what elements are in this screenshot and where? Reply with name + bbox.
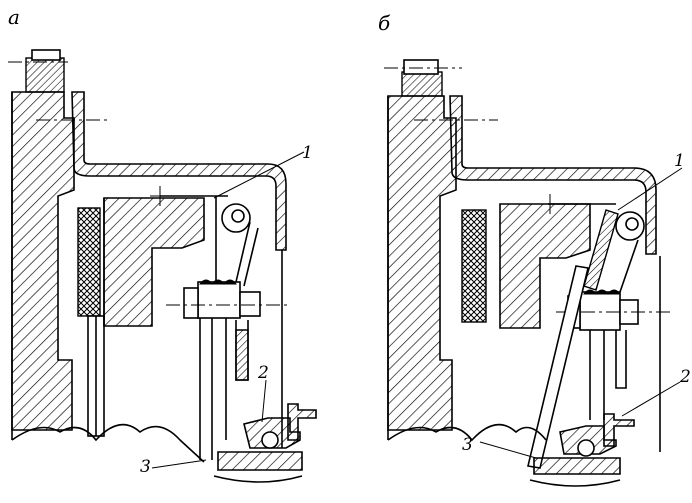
callout-1-b: 1 bbox=[674, 151, 685, 171]
clutch-cover-a bbox=[71, 91, 287, 251]
release-fork-b bbox=[527, 265, 670, 469]
callout-1-a: 1 bbox=[302, 143, 313, 163]
diaphragm-spring-b bbox=[540, 194, 645, 293]
housing-break-b bbox=[387, 423, 547, 442]
clutch-cover-b bbox=[449, 95, 657, 255]
callout-3-b: 3 bbox=[462, 435, 473, 455]
release-bearing-a bbox=[243, 403, 317, 449]
diaphragm-spring-a bbox=[150, 186, 259, 288]
callout-3-a: 3 bbox=[140, 457, 151, 477]
flywheel-a bbox=[11, 91, 75, 440]
release-fork-a bbox=[166, 279, 290, 460]
friction-lining-a bbox=[77, 207, 101, 317]
panel-a: а bbox=[8, 5, 317, 483]
panel-a-label: а bbox=[8, 5, 20, 29]
callout-2-b: 2 bbox=[679, 367, 691, 387]
bolt-a bbox=[25, 49, 65, 93]
panel-b-label: б bbox=[378, 11, 391, 35]
flywheel-b bbox=[387, 95, 457, 440]
callout-2-a: 2 bbox=[257, 363, 269, 383]
release-bearing-b bbox=[559, 413, 635, 457]
release-sleeve-b bbox=[533, 457, 621, 475]
release-sleeve-a bbox=[217, 451, 303, 471]
bolt-b bbox=[401, 59, 443, 97]
pressure-plate-a bbox=[103, 197, 205, 327]
housing-break-a bbox=[11, 423, 205, 463]
pressure-plate-b bbox=[499, 203, 591, 329]
panel-b: б bbox=[378, 11, 691, 487]
friction-lining-b bbox=[461, 209, 487, 323]
